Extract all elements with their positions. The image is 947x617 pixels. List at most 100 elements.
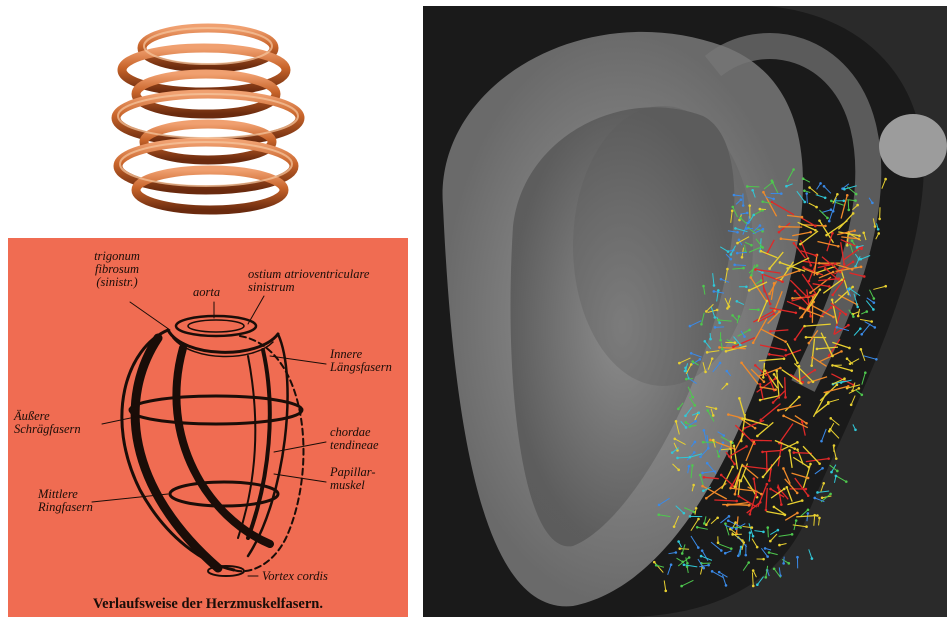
flow-vector-head [823, 185, 826, 188]
heart-fiber-diagram: trigonum fibrosum (sinistr.) aorta ostiu… [8, 238, 408, 617]
flow-vector-head [756, 546, 759, 549]
flow-vector-head [702, 441, 705, 444]
flow-vector-head [796, 441, 799, 444]
flow-vector-head [657, 513, 660, 516]
flow-vector-head [706, 409, 709, 412]
flow-vector-head [860, 258, 863, 261]
flow-vector-head [773, 506, 776, 509]
flow-vector-head [699, 455, 702, 458]
flow-vector-head [848, 232, 851, 235]
flow-vector-head [773, 373, 776, 376]
flow-vector-head [742, 267, 745, 270]
flow-vector-head [720, 549, 723, 552]
flow-vector-head [683, 512, 686, 515]
flow-vector-head [821, 467, 824, 470]
flow-vector-head [731, 314, 734, 317]
flow-vector-head [835, 457, 838, 460]
flow-vector-head [694, 404, 697, 407]
flow-vector [715, 327, 724, 328]
flow-vector-head [757, 308, 760, 311]
label-innere-2: Längsfasern [330, 361, 392, 374]
flow-vector-head [754, 268, 757, 271]
flow-vector-head [738, 315, 741, 318]
flow-vector-head [701, 472, 704, 475]
flow-vector-head [779, 367, 782, 370]
flow-vector-head [818, 517, 821, 520]
flow-vector-head [684, 421, 687, 424]
flow-vector-head [808, 342, 811, 345]
flow-vector-head [730, 547, 733, 550]
flow-vector-head [676, 457, 679, 460]
flow-vector-head [759, 501, 762, 504]
flow-vector-head [854, 199, 857, 202]
flow-vector-head [653, 561, 656, 564]
flow-vector-head [848, 287, 851, 290]
flow-vector-head [700, 323, 703, 326]
flow-vector-head [788, 449, 791, 452]
flow-vector-head [856, 306, 859, 309]
flow-vector-head [760, 279, 763, 282]
flow-vector-head [713, 290, 716, 293]
flow-vector-head [756, 264, 759, 267]
flow-vector-head [796, 512, 799, 515]
flow-vector-head [731, 527, 734, 530]
flow-vector-head [734, 485, 737, 488]
flow-vector-head [809, 231, 812, 234]
flow-vector-head [857, 315, 860, 318]
flow-vector-head [731, 533, 734, 536]
flow-vector-head [773, 282, 776, 285]
flow-vector-head [771, 181, 774, 184]
flow-vector-head [801, 316, 804, 319]
flow-vector-head [689, 456, 692, 459]
flow-vector-head [791, 297, 794, 300]
flow-vector-head [741, 417, 744, 420]
flow-vector-head [820, 440, 823, 443]
flow-vector-head [778, 231, 781, 234]
flow-vector-head [738, 397, 741, 400]
flow-vector-head [685, 426, 688, 429]
flow-vector-head [832, 210, 835, 213]
flow-vector-head [696, 526, 699, 529]
flow-vector-head [762, 228, 765, 231]
flow-vector-head [766, 555, 769, 558]
flow-vector-head [783, 488, 786, 491]
flow-vector-head [816, 514, 819, 517]
flow-vector-head [846, 244, 849, 247]
flow-vector-head [706, 462, 709, 465]
flow-vector-head [751, 439, 754, 442]
flow-vector-head [678, 547, 681, 550]
flow-vector-head [736, 231, 739, 234]
flow-vector-head [761, 200, 764, 203]
flow-vector-head [752, 585, 755, 588]
flow-vector-head [818, 219, 821, 222]
flow-vector-head [712, 439, 715, 442]
flow-vector-head [748, 504, 751, 507]
flow-vector-head [739, 217, 742, 220]
flow-vector-head [872, 308, 875, 311]
flow-vector-head [730, 253, 733, 256]
flow-vector-head [780, 503, 783, 506]
flow-vector-head [737, 495, 740, 498]
flow-vector-head [675, 420, 678, 423]
flow-vector-head [745, 445, 748, 448]
flow-vector-head [808, 280, 811, 283]
flow-vector-head [745, 227, 748, 230]
flow-vector-head [702, 489, 705, 492]
label-mittlere-2: Ringfasern [38, 501, 93, 514]
flow-vector-head [751, 526, 754, 529]
flow-vector-head [720, 474, 723, 477]
flow-vector-head [825, 234, 828, 237]
flow-vector-head [678, 362, 681, 365]
flow-vector-head [718, 571, 721, 574]
flow-vector-head [795, 519, 798, 522]
flow-vector-head [859, 327, 862, 330]
flow-vector-head [697, 518, 700, 521]
flow-vector-head [828, 354, 831, 357]
flow-vector-head [766, 526, 769, 529]
flow-vector [848, 200, 849, 210]
flow-vector-head [709, 338, 712, 341]
flow-vector-head [851, 389, 854, 392]
flow-vector-head [746, 212, 749, 215]
flow-vector-head [782, 467, 785, 470]
flow-vector-head [842, 199, 845, 202]
